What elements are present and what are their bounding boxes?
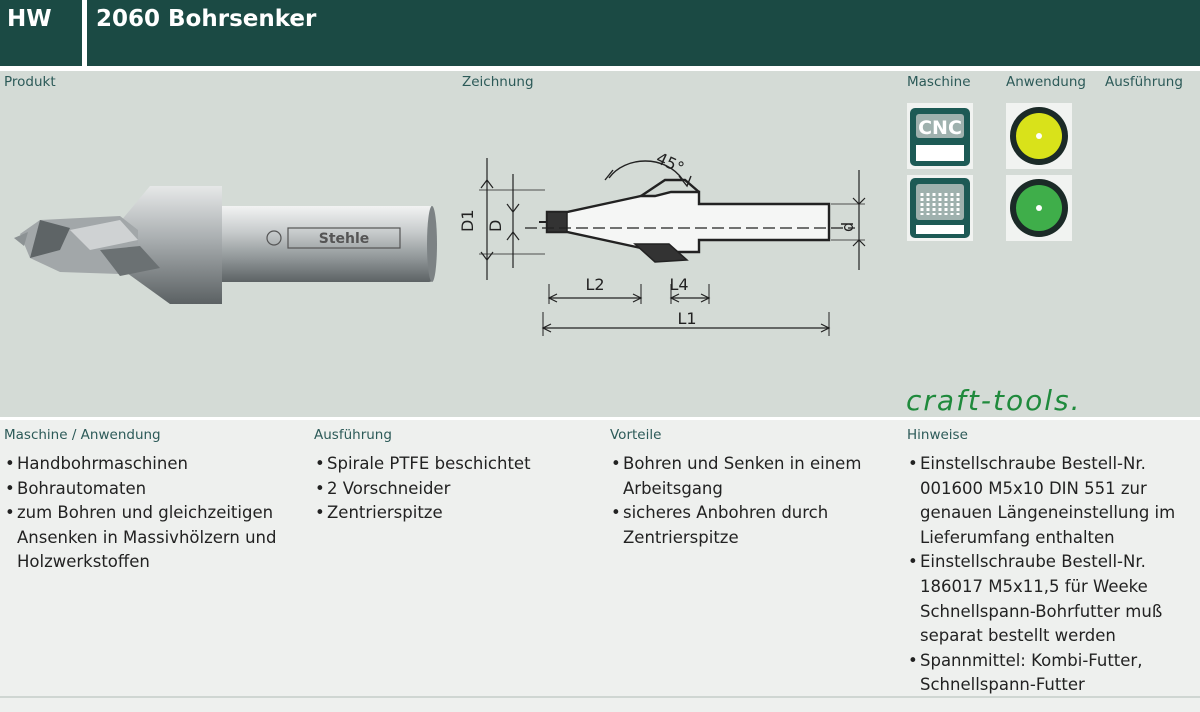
list-item: Einstellschraube Bestell-Nr. 186017 M5x1… [907,550,1177,648]
list-ausfuehrung: Spirale PTFE beschichtet 2 Vorschneider … [314,452,594,526]
cnc-machine-icon: CNC [907,103,973,169]
list-item: Bohrautomaten [4,477,294,502]
section-title-vorteile: Vorteile [610,427,662,443]
saw-blade-green-icon [1006,175,1072,241]
bottom-rule [0,696,1200,698]
list-item: Bohren und Senken in einem Arbeitsgang [610,452,880,501]
list-vorteile: Bohren und Senken in einem Arbeitsgang s… [610,452,880,550]
angle-label: 45° [653,148,687,177]
list-maschine: Handbohrmaschinen Bohrautomaten zum Bohr… [4,452,294,575]
dim-L1: L1 [677,309,696,328]
list-item: 2 Vorschneider [314,477,594,502]
section-title-ausfuehrung: Ausführung [314,427,392,443]
dim-L2: L2 [585,275,604,294]
label-zeichnung: Zeichnung [462,74,534,90]
label-produkt: Produkt [4,74,56,90]
label-maschine: Maschine [907,74,971,90]
list-hinweise: Einstellschraube Bestell-Nr. 001600 M5x1… [907,452,1177,698]
list-item: Spannmittel: Kombi-Futter, Schnellspann-… [907,649,1177,698]
label-anwendung: Anwendung [1006,74,1086,90]
list-item: Zentrierspitze [314,501,594,526]
dim-L4: L4 [669,275,688,294]
technical-drawing: 45° D1 D d L2 L4 L1 [458,148,866,336]
section-divider [0,417,1200,420]
header-bar: HW 2060 Bohrsenker [0,0,1200,66]
dim-D: D [486,220,505,232]
list-item: Einstellschraube Bestell-Nr. 001600 M5x1… [907,452,1177,550]
brand-text: craft-tools. [906,384,1082,416]
label-ausfuehrung: Ausführung [1105,74,1183,90]
craft-tools-logo: craft-tools. [906,384,1082,416]
list-item: Handbohrmaschinen [4,452,294,477]
list-item: zum Bohren und gleichzeitigen Ansenken i… [4,501,294,575]
section-title-maschine: Maschine / Anwendung [4,427,161,443]
header-code-cell: HW [0,0,82,66]
product-code: HW [7,6,52,32]
brand-engraving: Stehle [319,231,370,247]
automatic-machine-icon [907,175,973,241]
cnc-text: CNC [918,117,962,139]
product-photo: Stehle [14,186,437,304]
dim-d: d [838,222,857,232]
saw-blade-yellow-icon [1006,103,1072,169]
header-divider [0,66,1200,71]
list-item: sicheres Anbohren durch Zentrierspitze [610,501,880,550]
page-title: 2060 Bohrsenker [96,6,317,32]
section-title-hinweise: Hinweise [907,427,968,443]
list-item: Spirale PTFE beschichtet [314,452,594,477]
dim-D1: D1 [458,210,477,233]
header-separator [82,0,87,66]
